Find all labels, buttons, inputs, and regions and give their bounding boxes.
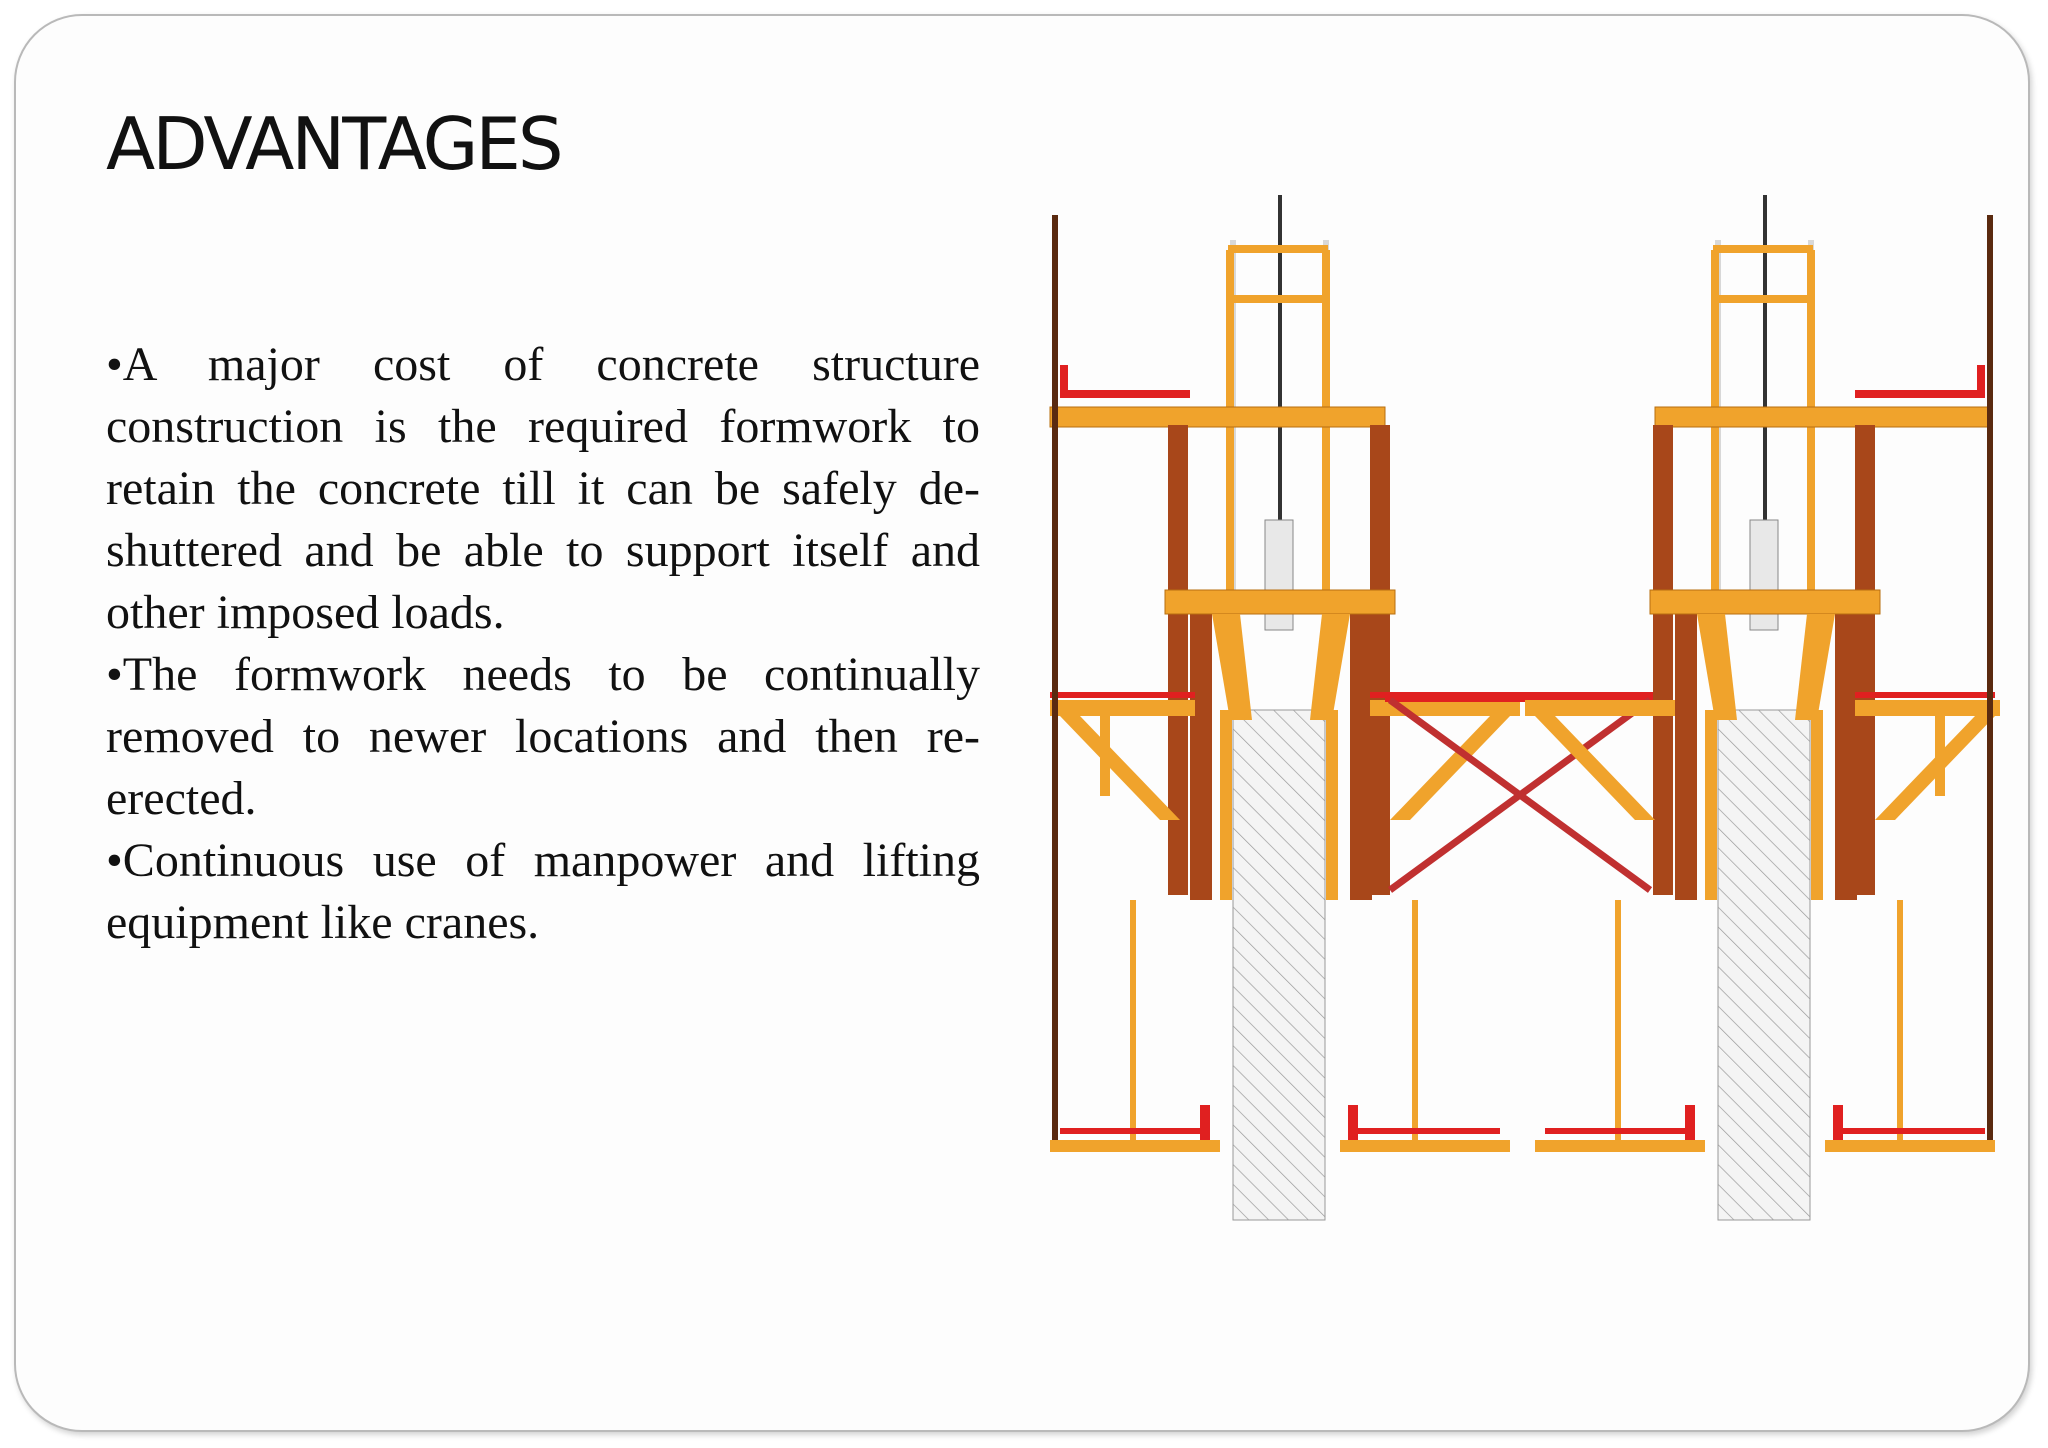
bullet-item: •The formwork needs to be continually re… (106, 648, 980, 825)
right-formwork-unit (1525, 195, 2000, 1221)
bullet-item: •Continuous use of manpower and lifting … (106, 834, 980, 949)
concrete-wall-right (1717, 709, 1811, 1221)
bullet-list: •A major cost of concrete structure cons… (106, 334, 980, 954)
formwork-diagram (1040, 180, 2010, 1230)
bridge-rail (1385, 692, 1655, 702)
left-formwork-unit (1049, 195, 1520, 1221)
bullet-item: •A major cost of concrete structure cons… (106, 338, 980, 639)
concrete-wall-left (1232, 709, 1326, 1221)
cross-brace (1387, 697, 1653, 893)
slide-title: ADVANTAGES (106, 102, 564, 186)
